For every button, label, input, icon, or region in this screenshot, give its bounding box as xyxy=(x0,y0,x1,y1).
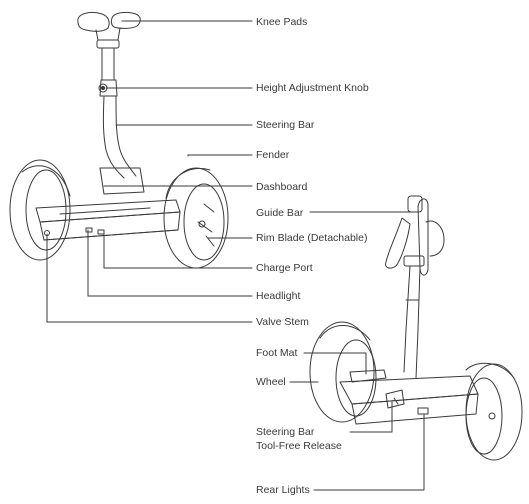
label-foot-mat: Foot Mat xyxy=(256,347,298,359)
label-dashboard: Dashboard xyxy=(256,181,308,193)
front-scooter xyxy=(9,11,229,269)
rear-scooter xyxy=(309,195,523,461)
label-valve-stem: Valve Stem xyxy=(256,316,309,328)
label-charge-port: Charge Port xyxy=(256,262,313,274)
label-rim-blade: Rim Blade (Detachable) xyxy=(256,232,368,244)
label-wheel: Wheel xyxy=(256,376,286,388)
label-steering-bar-release-line1: Steering Bar xyxy=(256,426,315,438)
label-fender: Fender xyxy=(256,149,290,161)
label-height-adjustment-knob: Height Adjustment Knob xyxy=(256,82,369,94)
label-knee-pads: Knee Pads xyxy=(256,16,308,28)
label-rear-lights: Rear Lights xyxy=(256,484,310,496)
label-steering-bar-release-line2: Tool-Free Release xyxy=(256,440,342,452)
label-headlight: Headlight xyxy=(256,290,301,302)
label-guide-bar: Guide Bar xyxy=(256,207,304,219)
leader-lines xyxy=(46,20,425,491)
label-steering-bar: Steering Bar xyxy=(256,119,315,131)
